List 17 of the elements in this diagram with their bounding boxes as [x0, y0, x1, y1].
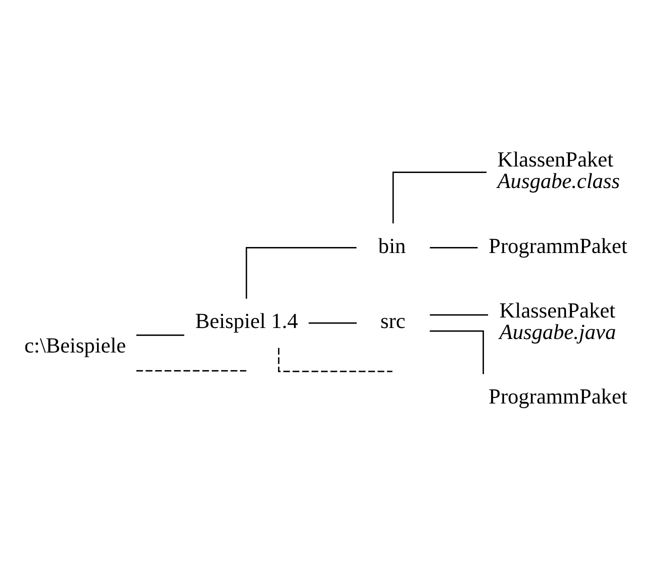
connector — [392, 171, 487, 223]
node-text: ProgrammPaket — [488, 384, 628, 408]
node-text: KlassenPaket Ausgabe.class — [497, 147, 620, 193]
connector — [430, 314, 488, 316]
connector — [430, 246, 478, 248]
connector — [136, 334, 184, 336]
connector — [308, 322, 357, 324]
node-text: src — [380, 308, 406, 333]
node-text: KlassenPaket Ausgabe.java — [499, 298, 616, 344]
node-text: Beispiel 1.4 — [195, 308, 298, 333]
connector — [278, 347, 392, 372]
connector — [246, 246, 356, 298]
node-text: bin — [378, 233, 406, 258]
connector — [136, 370, 246, 371]
node-text: c:\Beispiele — [24, 332, 126, 357]
connector — [430, 330, 484, 374]
node-text: ProgrammPaket — [488, 233, 628, 258]
